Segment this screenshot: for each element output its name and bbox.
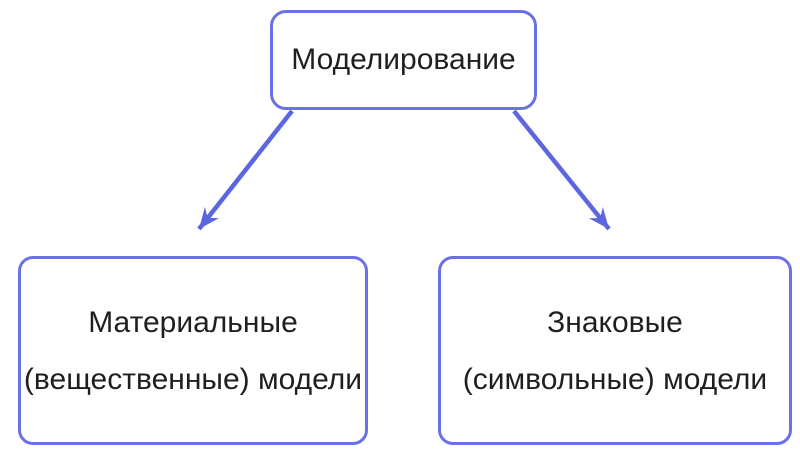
arrow-right — [512, 109, 611, 231]
node-modeling-label: Моделирование — [291, 43, 516, 76]
node-sign-models-label-line2: (символьные) модели — [462, 362, 768, 396]
arrow-left — [197, 109, 294, 231]
node-sign-models: Знаковые (символьные) модели — [438, 256, 792, 445]
node-material-models: Материальные (вещественные) модели — [18, 256, 368, 445]
node-sign-models-label-line1: Знаковые — [547, 305, 683, 339]
node-modeling: Моделирование — [270, 10, 537, 110]
node-material-models-label-line2: (вещественные) модели — [23, 362, 363, 396]
node-material-models-label-line1: Материальные — [88, 305, 298, 339]
